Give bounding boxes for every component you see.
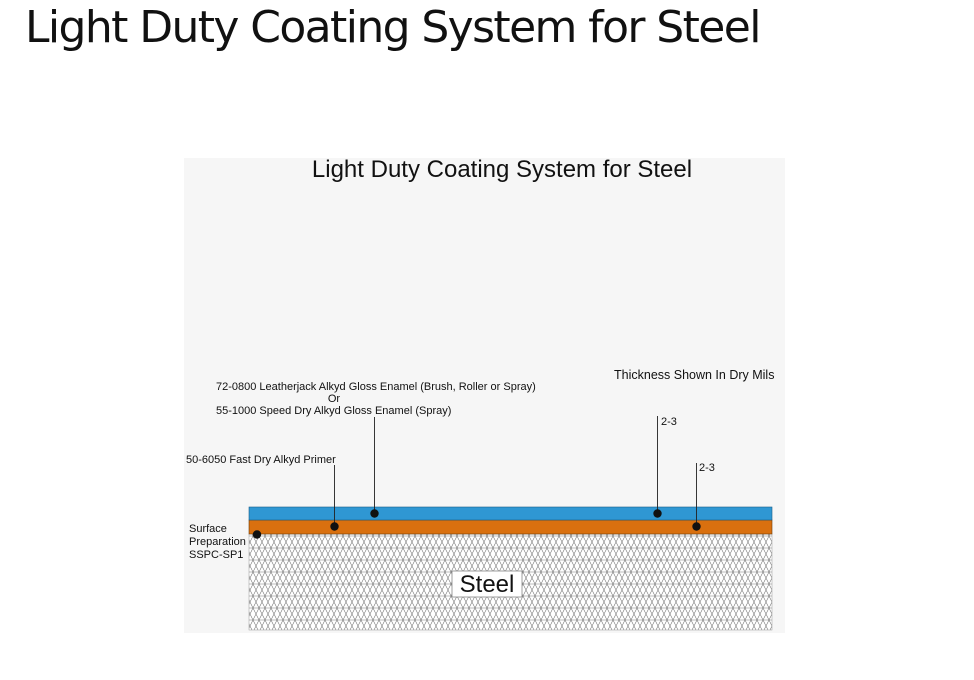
topcoat-label-line1: 72-0800 Leatherjack Alkyd Gloss Enamel (… xyxy=(216,381,536,393)
diagram-title: Light Duty Coating System for Steel xyxy=(312,158,692,183)
steel-label: Steel xyxy=(460,571,515,598)
topcoat-label-line3: 55-1000 Speed Dry Alkyd Gloss Enamel (Sp… xyxy=(216,405,451,417)
primer-thickness-dot xyxy=(692,522,701,531)
primer-thickness: 2-3 xyxy=(699,462,715,474)
steel-label-box xyxy=(451,570,523,598)
surface-prep-dot xyxy=(252,530,262,539)
thickness-note: Thickness Shown In Dry Mils xyxy=(614,368,774,382)
topcoat-thickness: 2-3 xyxy=(661,416,677,428)
surface-prep-line3: SSPC-SP1 xyxy=(189,549,243,561)
surface-prep-line2: Preparation xyxy=(189,536,246,548)
primer-label: 50-6050 Fast Dry Alkyd Primer xyxy=(186,454,336,466)
topcoat-label-line2: Or xyxy=(328,393,341,405)
topcoat-layer xyxy=(248,506,773,521)
coating-diagram: Light Duty Coating System for Steel Thic… xyxy=(184,158,785,633)
topcoat-thickness-dot xyxy=(653,509,662,518)
surface-prep-line1: Surface xyxy=(189,523,227,535)
page-title: Light Duty Coating System for Steel xyxy=(25,2,761,53)
primer-leader-dot xyxy=(330,522,339,531)
topcoat-leader-dot xyxy=(370,509,379,518)
